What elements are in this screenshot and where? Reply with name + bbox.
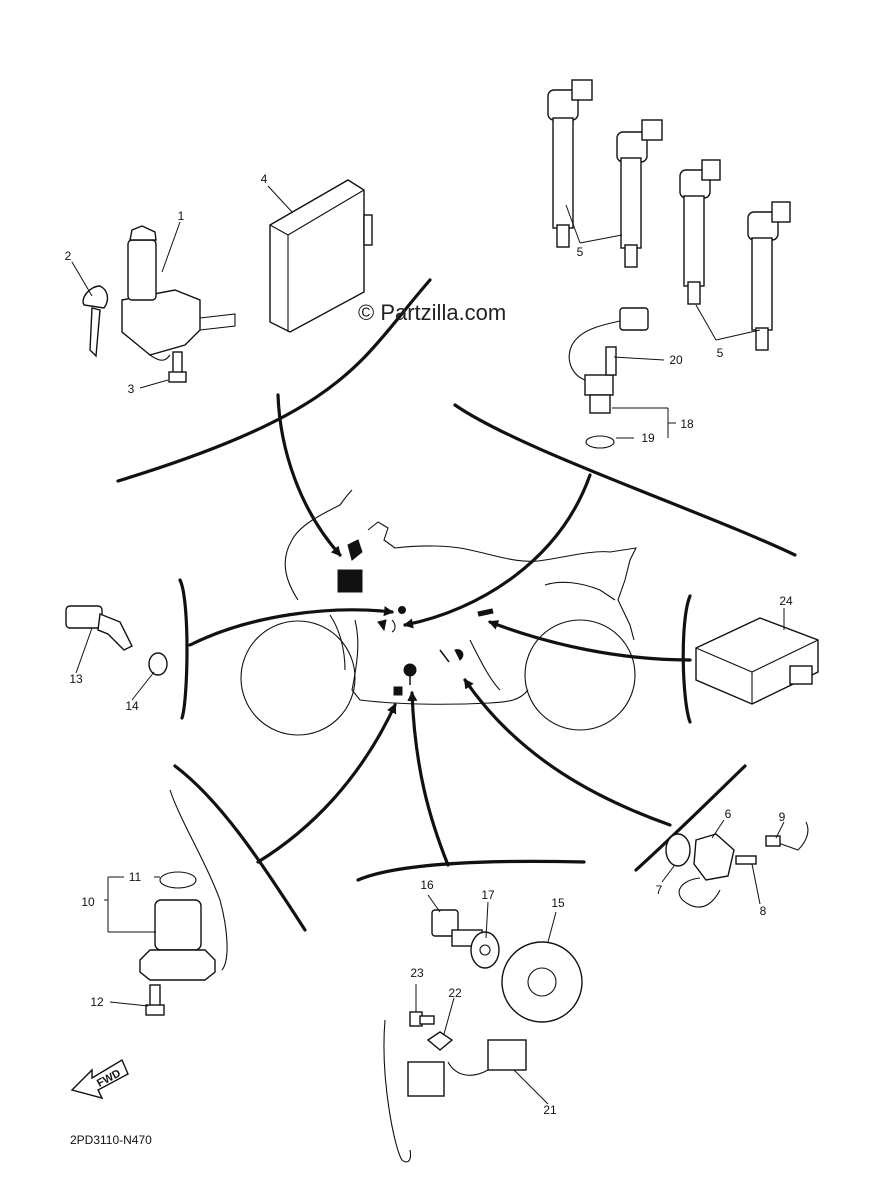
callout-4: 4 [261,172,268,186]
callout-22: 22 [448,986,462,1000]
part-temp-sensor [65,605,168,676]
callout-17: 17 [481,888,495,902]
callout-23: 23 [410,966,424,980]
part-relay-unit [695,617,819,705]
part-crank-sensor [568,307,649,449]
callout-6: 6 [725,807,732,821]
leader-lines [71,185,785,1105]
connector-arrows [188,393,692,867]
callout-16: 16 [420,878,434,892]
callout-5b: 5 [717,346,724,360]
part-speed-sensor [383,1011,527,1163]
part-sprocket [431,909,583,1023]
part-neutral-switch [665,821,809,908]
diagram-code: 2PD3110-N470 [70,1133,152,1147]
callout-5a: 5 [577,245,584,259]
center-part-icons [337,539,494,696]
part-ignition-coils [547,79,791,351]
callout-12: 12 [90,995,104,1009]
part-ecu [269,179,373,333]
callout-13: 13 [69,672,83,686]
part-solenoid [139,789,228,1016]
callout-24: 24 [779,594,793,608]
callout-2: 2 [65,249,72,263]
group-border-lines [116,278,797,932]
callout-18: 18 [680,417,694,431]
callout-3: 3 [128,382,135,396]
callout-11: 11 [129,870,142,884]
callout-8: 8 [760,904,767,918]
fwd-arrow: FWD [70,1058,129,1100]
part-bolt-3 [168,351,187,383]
callout-15: 15 [551,896,565,910]
callout-19: 19 [641,431,655,445]
callout-9: 9 [779,810,786,824]
callout-21: 21 [543,1103,557,1117]
callout-10: 10 [81,895,95,909]
callout-20: 20 [669,353,683,367]
callout-1: 1 [178,209,185,223]
callout-labels: 1 2 3 4 5 5 6 7 8 9 10 11 12 13 14 15 16… [65,172,793,1117]
part-main-switch [121,225,236,361]
callout-7: 7 [656,883,663,897]
fwd-label: FWD [95,1067,123,1089]
watermark: © Partzilla.com [358,300,506,325]
callout-14: 14 [125,699,139,713]
part-key [82,285,109,358]
